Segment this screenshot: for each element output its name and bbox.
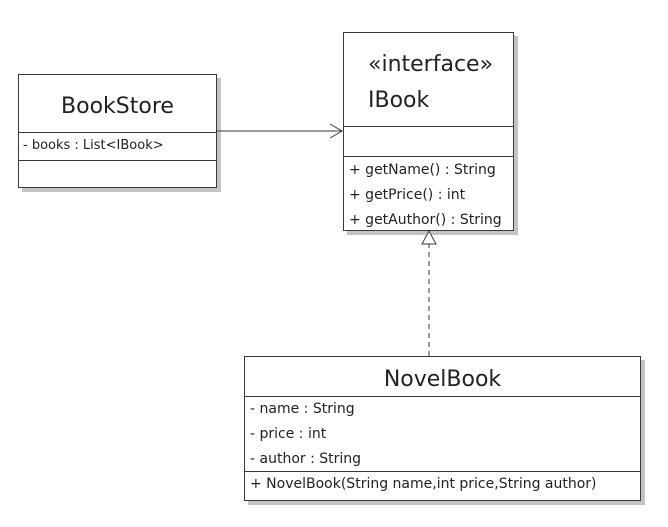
class-bookstore-title: BookStore: [61, 94, 174, 119]
association-arrowhead-icon: [329, 123, 343, 139]
attribute-price: - price : int: [250, 426, 327, 442]
attribute-books: - books : List<IBook>: [23, 138, 164, 153]
class-bookstore[interactable]: BookStore - books : List<IBook>: [18, 74, 217, 188]
interface-stereotype: «interface»: [368, 52, 494, 77]
operation-getprice: + getPrice() : int: [349, 187, 466, 203]
interface-ibook-attributes: [344, 126, 513, 156]
operation-getauthor: + getAuthor() : String: [349, 212, 502, 228]
operation-novelbook-constructor: + NovelBook(String name,int price,String…: [250, 476, 597, 492]
operation-getname: + getName() : String: [349, 162, 496, 178]
class-bookstore-attributes: - books : List<IBook>: [19, 132, 216, 160]
class-novelbook[interactable]: NovelBook - name : String - price : int …: [244, 356, 641, 501]
interface-ibook[interactable]: «interface» IBook + getName() : String +…: [343, 32, 514, 231]
class-novelbook-attributes: - name : String - price : int - author :…: [245, 396, 640, 471]
class-bookstore-operations: [19, 160, 216, 161]
attribute-author: - author : String: [250, 451, 362, 467]
interface-ibook-name-compartment: «interface» IBook: [344, 33, 513, 126]
attribute-name: - name : String: [250, 401, 355, 417]
class-novelbook-operations: + NovelBook(String name,int price,String…: [245, 471, 640, 497]
interface-ibook-operations: + getName() : String + getPrice() : int …: [344, 156, 513, 233]
class-bookstore-name-compartment: BookStore: [19, 75, 216, 132]
interface-ibook-title: IBook: [368, 88, 430, 113]
class-novelbook-title: NovelBook: [383, 367, 502, 392]
class-novelbook-name-compartment: NovelBook: [245, 357, 640, 396]
